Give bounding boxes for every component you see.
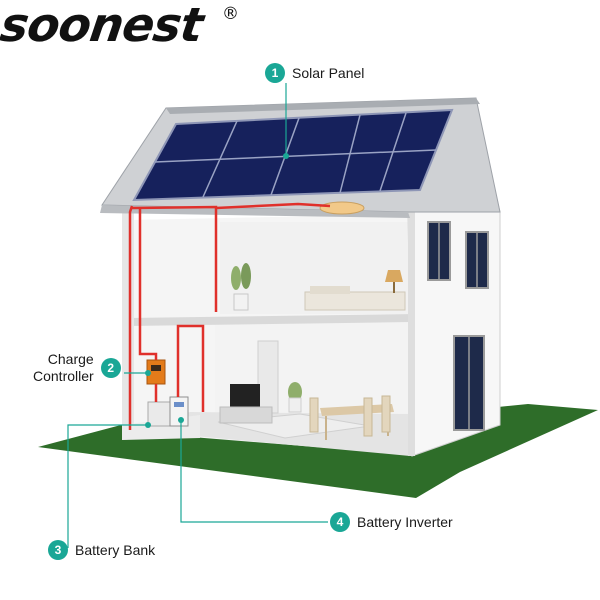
callout-battery-bank: 3 Battery Bank [48, 540, 155, 560]
callout-number-badge: 4 [330, 512, 350, 532]
dining-table [320, 404, 394, 416]
charge-controller-screen [151, 365, 161, 371]
callout-solar-panel: 1 Solar Panel [265, 63, 364, 83]
plant-leaf [288, 382, 302, 402]
panel-grid-line [154, 149, 437, 163]
tv-cabinet [219, 406, 273, 424]
callout-label: Solar Panel [292, 65, 365, 81]
wire [215, 202, 331, 210]
dining-chair [363, 397, 373, 437]
ceiling-light [319, 201, 365, 215]
wire [138, 207, 158, 360]
left-facade [122, 208, 134, 436]
callout-label: Battery Bank [75, 542, 156, 558]
bed [304, 291, 406, 311]
callout-number-badge: 2 [100, 358, 121, 378]
leader-dot [145, 370, 151, 376]
living-room-furniture [219, 382, 394, 440]
plant-pot [288, 397, 302, 413]
brand-logo: soonest [0, 0, 206, 53]
leader-dot [178, 417, 184, 423]
solar-panel-array [132, 108, 454, 202]
dining-chair [309, 397, 319, 433]
tv [230, 384, 260, 408]
dining-chair [381, 395, 391, 433]
callout-charge-controller: Charge Controller 2 [33, 351, 121, 385]
upper-plant [231, 263, 251, 311]
plant-leaf [241, 263, 251, 289]
callout-leaders [67, 83, 328, 548]
callout-label: Charge Controller [33, 351, 94, 385]
wire [128, 205, 134, 430]
upper-floor-slab [128, 314, 415, 326]
bedroom-furniture [304, 270, 406, 311]
callout-label-line: Controller [33, 368, 94, 384]
roof-ridge [166, 98, 480, 114]
callout-number-badge: 1 [265, 63, 285, 83]
leader-dot [283, 153, 289, 159]
wire [176, 324, 205, 412]
solar-panel-frame [132, 108, 454, 202]
gable-wall-shadow [408, 212, 415, 456]
callout-battery-inverter: 4 Battery Inverter [330, 512, 453, 532]
leader-line-4 [180, 420, 328, 523]
callout-label-line: Charge [47, 351, 94, 367]
callout-label: Battery Inverter [357, 514, 453, 530]
registered-mark: ® [222, 4, 239, 24]
inverter-display [174, 402, 184, 407]
door [257, 340, 279, 414]
leader-line-3 [67, 424, 148, 548]
plant-pot [233, 293, 249, 311]
bed-headboard [310, 286, 350, 294]
leader-dot [145, 422, 151, 428]
plant-leaf [231, 266, 241, 290]
callout-number-badge: 3 [48, 540, 68, 560]
lamp-shade [385, 270, 403, 282]
wiring [128, 202, 331, 430]
